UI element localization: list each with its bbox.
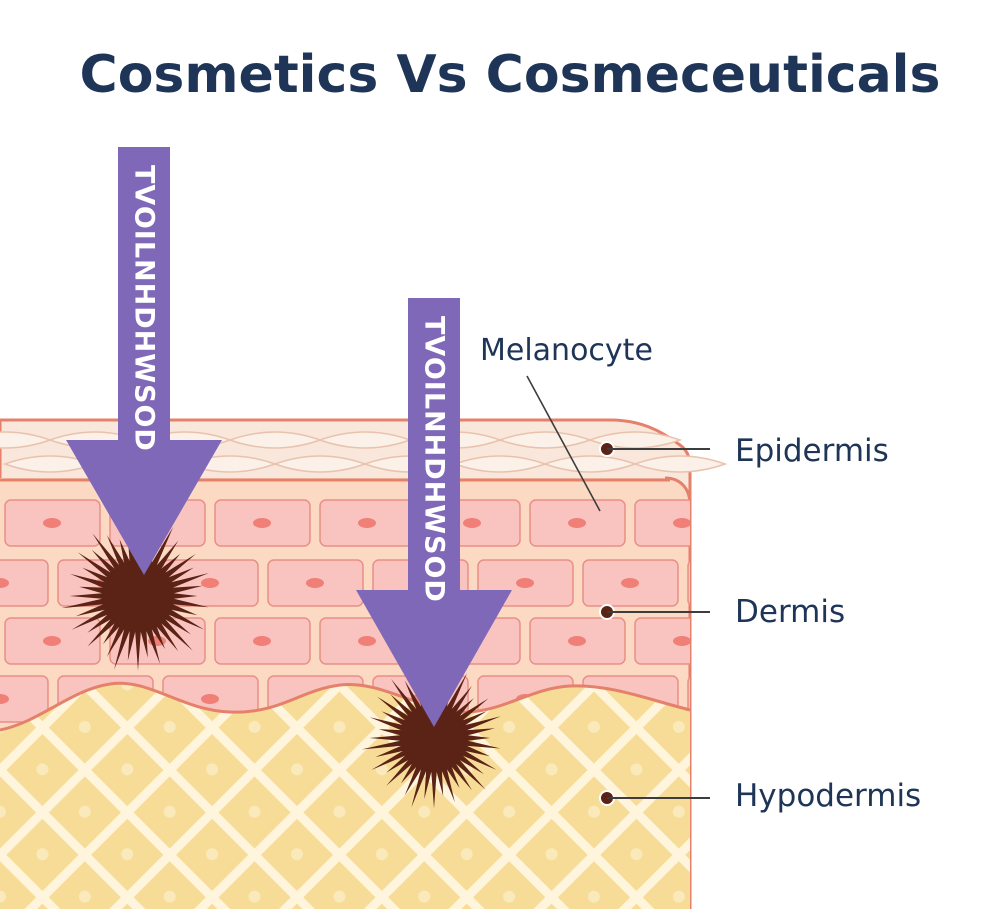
- cosmetic-arrow-label: TVOILNHDHWSOD: [129, 165, 160, 452]
- cell-nucleus: [463, 518, 481, 528]
- melanin-core: [103, 561, 173, 631]
- dermis-label: Dermis: [735, 594, 845, 630]
- cell-nucleus: [201, 578, 219, 588]
- cell-nucleus: [621, 578, 639, 588]
- cell-nucleus: [0, 694, 9, 704]
- hypodermis-label: Hypodermis: [735, 778, 921, 814]
- melanocyte-label: Melanocyte: [480, 333, 653, 368]
- cell-nucleus: [673, 636, 690, 646]
- epidermis-scale: [632, 455, 728, 473]
- cell-nucleus: [253, 518, 271, 528]
- melanin-spot-right: [361, 668, 501, 809]
- cell-nucleus: [43, 518, 61, 528]
- cell-nucleus: [726, 694, 744, 704]
- skin-cross-section: [0, 418, 744, 909]
- cell-nucleus: [201, 694, 219, 704]
- cosmetic-arrow: TVOILNHDHWSOD: [66, 147, 222, 575]
- cell-nucleus: [726, 578, 744, 588]
- dermis-cell: [687, 675, 690, 723]
- cell-nucleus: [306, 578, 324, 588]
- melanocyte-leader: [526, 375, 601, 512]
- epidermis-label: Epidermis: [735, 433, 889, 469]
- cell-nucleus: [516, 578, 534, 588]
- cell-nucleus: [568, 636, 586, 646]
- cell-nucleus: [253, 636, 271, 646]
- page-title: Cosmetics Vs Cosmeceuticals: [80, 45, 941, 105]
- cell-nucleus: [358, 636, 376, 646]
- cell-nucleus: [358, 518, 376, 528]
- cell-nucleus: [0, 578, 9, 588]
- cosmeceutical-arrow: TVOILNHDHWSOD: [356, 298, 512, 727]
- melanin-core: [401, 705, 467, 771]
- cell-nucleus: [568, 518, 586, 528]
- cell-nucleus: [673, 518, 690, 528]
- dermis-cell: [687, 559, 690, 607]
- hypodermis-layer: [0, 683, 690, 909]
- cell-nucleus: [43, 636, 61, 646]
- cosmeceutical-arrow-label: TVOILNHDHWSOD: [419, 316, 450, 603]
- melanin-spot-left: [61, 522, 209, 671]
